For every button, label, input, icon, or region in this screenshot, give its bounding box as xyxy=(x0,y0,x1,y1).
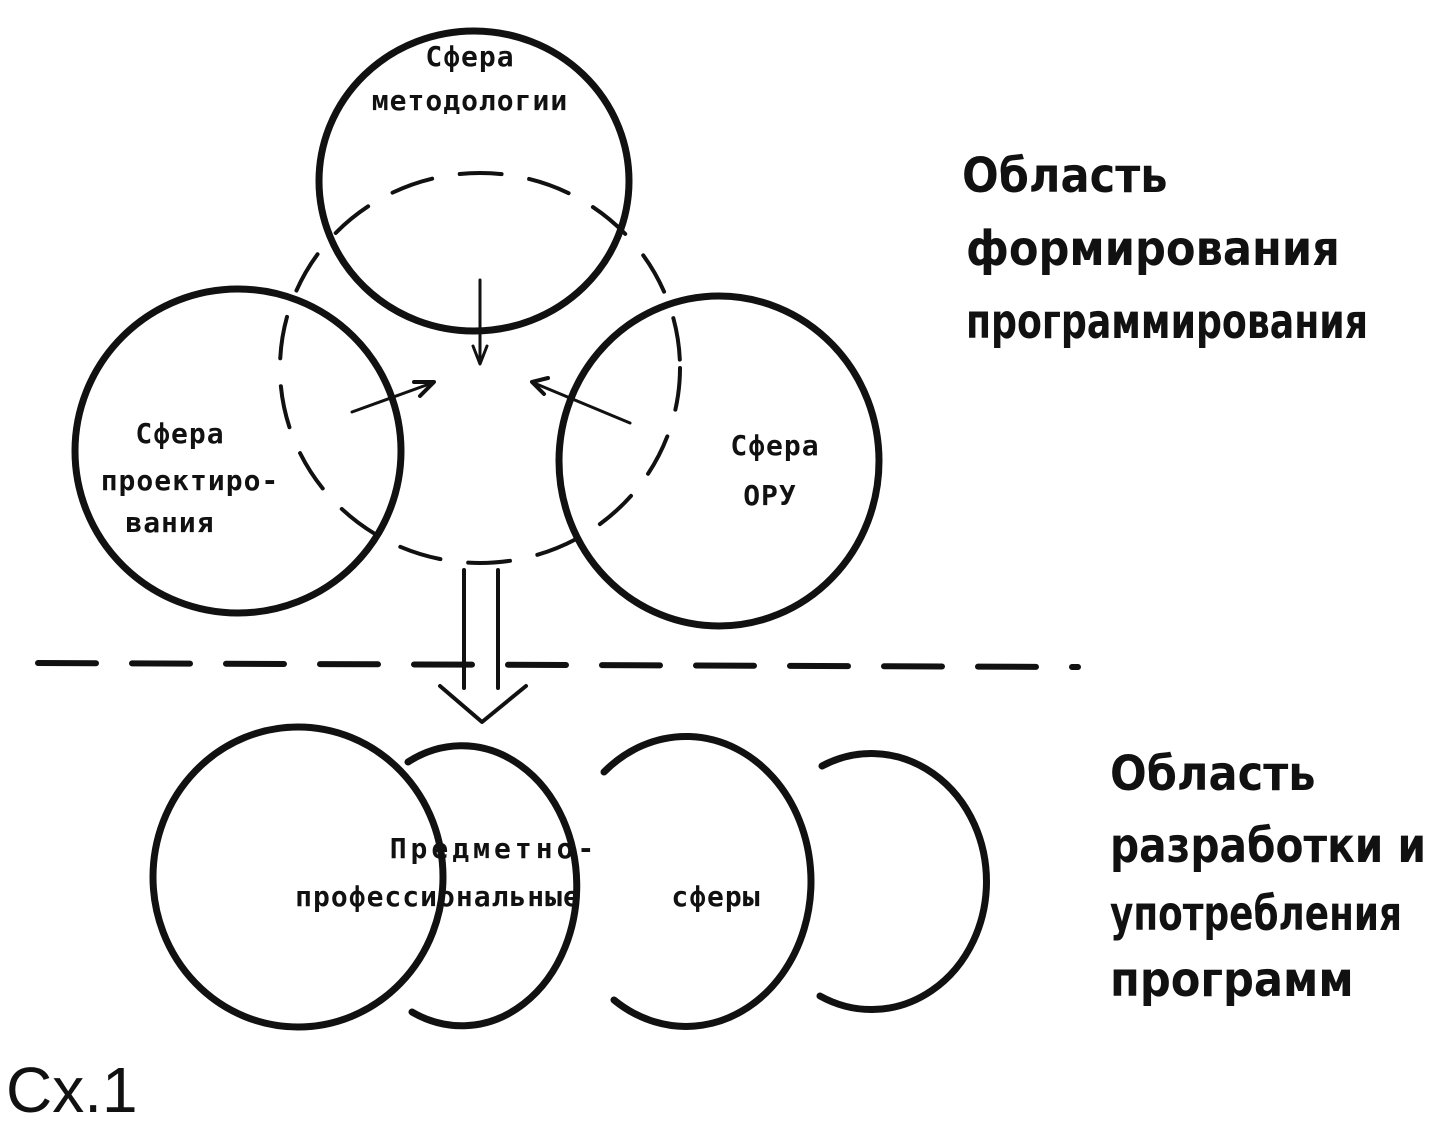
upper-region-line2: формирования xyxy=(966,221,1340,277)
transition-arrow xyxy=(438,568,528,724)
subject-sphere-3 xyxy=(600,733,815,1030)
subject-spheres-label-line2: профессиональные xyxy=(295,880,581,913)
integration-dashed-circle xyxy=(278,171,682,565)
subject-sphere-4 xyxy=(816,750,990,1014)
upper-region-line1: Область xyxy=(962,148,1168,204)
design-label-line1: Сфера xyxy=(135,417,224,450)
arrow-from-design xyxy=(350,380,436,414)
subject-spheres-label-line3: сферы xyxy=(671,880,760,913)
upper-region-label: Область формирования программирования xyxy=(962,148,1368,350)
lower-region-line4: программ xyxy=(1110,952,1354,1008)
upper-cluster: Сфера методологии Сфера проектиро- вания… xyxy=(71,27,883,630)
methodology-label-line1: Сфера xyxy=(425,40,514,73)
design-label-line3: вания xyxy=(125,506,214,539)
arrow-from-methodology xyxy=(471,278,489,366)
subject-spheres-label-line1: Предметно- xyxy=(390,832,599,865)
lower-cluster: Предметно- профессиональные сферы xyxy=(149,723,990,1031)
methodology-label-line2: методологии xyxy=(372,84,568,117)
lower-region-label: Область разработки и употребления програ… xyxy=(1110,746,1426,1008)
oru-label-line2: ОРУ xyxy=(743,479,797,512)
design-label-line2: проектиро- xyxy=(101,464,280,497)
arrow-from-oru xyxy=(530,376,632,425)
oru-sphere xyxy=(555,292,883,630)
region-boundary-dashed-line xyxy=(35,660,1081,670)
methodology-sphere xyxy=(315,27,633,335)
design-sphere xyxy=(71,285,405,617)
subject-sphere-2 xyxy=(404,742,581,1030)
figure-label: Сх.1 xyxy=(6,1054,138,1122)
lower-region-line3: употребления xyxy=(1110,886,1402,942)
subject-sphere-1 xyxy=(149,723,447,1031)
upper-region-line3: программирования xyxy=(966,294,1368,350)
oru-label-line1: Сфера xyxy=(730,429,819,462)
lower-region-line1: Область xyxy=(1110,746,1316,802)
lower-region-line2: разработки и xyxy=(1110,818,1426,874)
